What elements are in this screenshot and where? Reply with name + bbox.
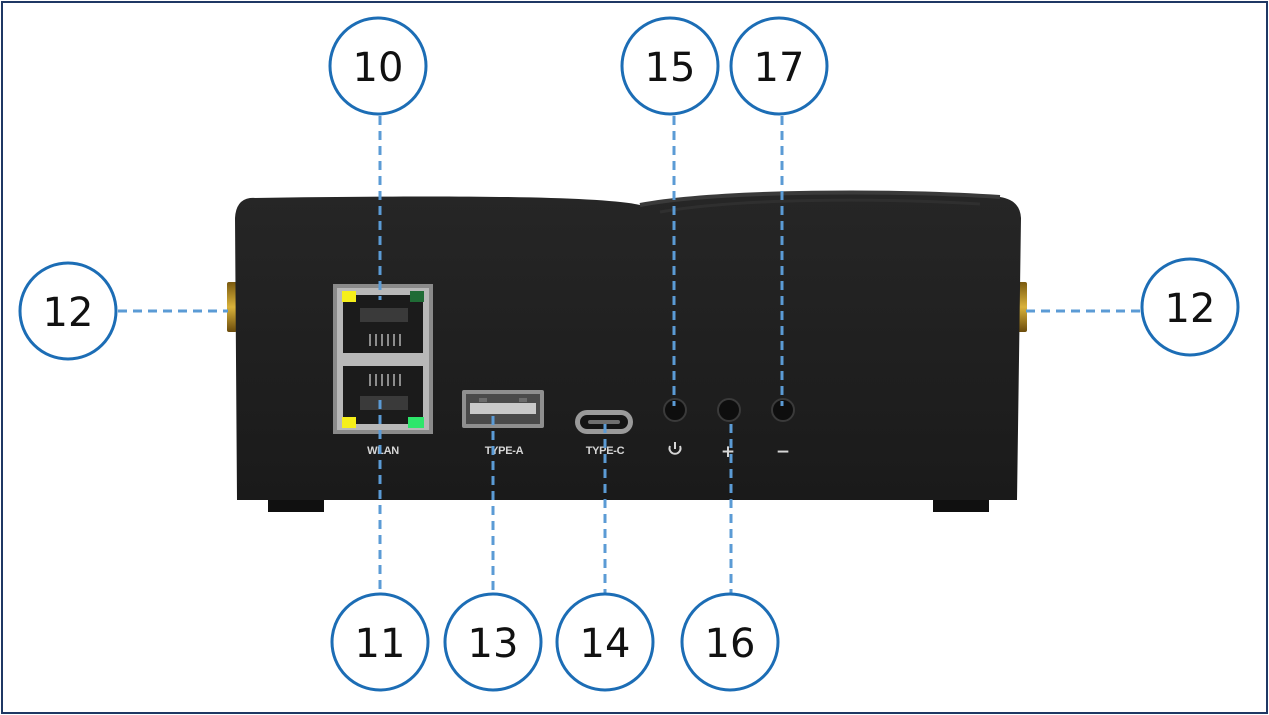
callout-circle-13 [443, 592, 543, 692]
led-yellow-top [342, 291, 356, 302]
callout-circle-12-left [18, 261, 118, 361]
callout-circle-14 [555, 592, 655, 692]
plus-label: + [721, 442, 735, 462]
callout-label-11: 11 [355, 621, 406, 667]
power-button[interactable] [663, 398, 687, 422]
usb-type-c-port[interactable] [575, 410, 633, 434]
callout-label-10: 10 [353, 45, 404, 91]
callout-circle-16 [680, 592, 780, 692]
usb-type-a-port[interactable] [462, 390, 544, 428]
led-green-bottom [408, 417, 424, 428]
callout-circle-11 [330, 592, 430, 692]
callout-circle-15 [620, 16, 720, 116]
callout-label-14: 14 [580, 621, 631, 667]
fan-vent [639, 190, 1001, 207]
wlan-label: WLAN [367, 445, 399, 457]
callout-label-12-right: 12 [1165, 286, 1216, 332]
leader-lines [118, 116, 1142, 594]
power-icon [668, 442, 682, 455]
volume-minus-button[interactable] [771, 398, 795, 422]
type-c-label: TYPE-C [586, 445, 625, 457]
callout-circles [18, 16, 1240, 692]
callout-label-16: 16 [705, 621, 756, 667]
callout-label-17: 17 [754, 45, 805, 91]
callout-circle-17 [729, 16, 829, 116]
callout-label-15: 15 [645, 45, 696, 91]
led-yellow-bottom [342, 417, 356, 428]
minus-label: − [776, 442, 790, 462]
led-green-top [410, 291, 424, 302]
volume-plus-button[interactable] [717, 398, 741, 422]
side-connector-left [227, 282, 237, 332]
rj45-port-stack[interactable] [333, 284, 433, 434]
type-a-label: TYPE-A [485, 445, 524, 457]
callout-circle-12-right [1140, 257, 1240, 357]
fan-vent-inner [659, 198, 981, 214]
callout-label-13: 13 [468, 621, 519, 667]
callout-label-12-left: 12 [43, 290, 94, 336]
callout-circle-10 [328, 16, 428, 116]
